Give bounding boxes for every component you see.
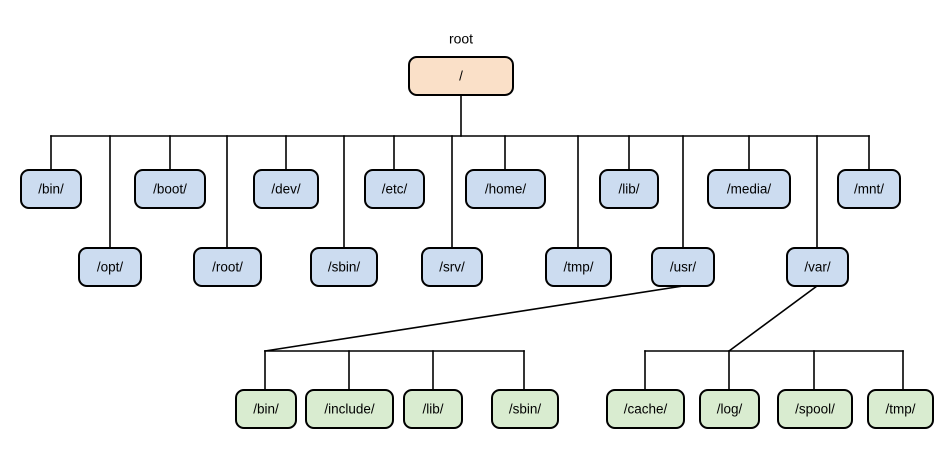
node-usr-lib-box[interactable] [403,389,463,429]
node-mnt[interactable]: /mnt/ [837,169,901,209]
node-var-tmp-box[interactable] [867,389,934,429]
nodes-layer: / root/bin/ /boot/ /dev/ /etc/ /home/ /lib/ /me… [20,31,934,429]
node-usr-sbin-label: /sbin/ [509,402,542,417]
node-lib-box[interactable] [599,169,659,209]
connectors-layer [50,94,904,391]
var-diagonal-connector [727,284,819,353]
node-etc[interactable]: /etc/ [364,169,425,209]
node-tmp-box[interactable] [545,247,612,287]
node-sbin[interactable]: /sbin/ [310,247,378,287]
node-usr[interactable]: /usr/ [651,247,715,287]
node-var-cache-box[interactable] [606,389,685,429]
node-usr-bin-box[interactable] [235,389,297,429]
node-var-log-label: /log/ [717,402,743,417]
node-root-box[interactable] [408,56,514,96]
node-usr-bin-label: /bin/ [253,402,279,417]
node-boot-label: /boot/ [153,182,187,197]
node-root[interactable]: / [408,56,514,96]
node-var-cache-label: /cache/ [624,402,668,417]
node-usr-label: /usr/ [670,260,697,275]
node-usr-bin[interactable]: /bin/ [235,389,297,429]
node-var-box[interactable] [786,247,849,287]
node-etc-box[interactable] [364,169,425,209]
node-media-box[interactable] [707,169,791,209]
node-var-log-box[interactable] [699,389,760,429]
node-sbin-box[interactable] [310,247,378,287]
node-home[interactable]: /home/ [465,169,546,209]
node-var-log[interactable]: /log/ [699,389,760,429]
node-srv-box[interactable] [421,247,483,287]
node-opt-box[interactable] [78,247,142,287]
node-home-box[interactable] [465,169,546,209]
node-opt-label: /opt/ [97,260,124,275]
node-root[interactable]: /root/ [193,247,262,287]
node-lib-label: /lib/ [618,182,639,197]
node-var-spool-box[interactable] [777,389,853,429]
node-media[interactable]: /media/ [707,169,791,209]
root-caption: root [449,31,473,47]
node-var[interactable]: /var/ [786,247,849,287]
node-var-tmp[interactable]: /tmp/ [867,389,934,429]
node-usr-include-label: /include/ [324,402,375,417]
node-tmp-label: /tmp/ [563,260,593,275]
node-root-label: /root/ [212,260,243,275]
node-etc-label: /etc/ [382,182,408,197]
node-srv-label: /srv/ [439,260,465,275]
node-var-spool[interactable]: /spool/ [777,389,853,429]
node-boot-box[interactable] [134,169,206,209]
node-srv[interactable]: /srv/ [421,247,483,287]
node-var-spool-label: /spool/ [795,402,835,417]
node-root-box[interactable] [193,247,262,287]
node-usr-sbin[interactable]: /sbin/ [491,389,559,429]
node-var-tmp-label: /tmp/ [885,402,915,417]
node-bin-box[interactable] [20,169,82,209]
node-media-label: /media/ [727,182,772,197]
node-bin[interactable]: /bin/ [20,169,82,209]
node-bin-label: /bin/ [38,182,64,197]
usr-diagonal-connector [264,285,684,352]
node-mnt-label: /mnt/ [854,182,884,197]
node-boot[interactable]: /boot/ [134,169,206,209]
node-usr-sbin-box[interactable] [491,389,559,429]
node-opt[interactable]: /opt/ [78,247,142,287]
node-usr-include[interactable]: /include/ [305,389,394,429]
node-root-label: / [459,69,463,84]
node-dev[interactable]: /dev/ [253,169,319,209]
node-dev-label: /dev/ [271,182,301,197]
node-usr-include-box[interactable] [305,389,394,429]
node-usr-box[interactable] [651,247,715,287]
node-tmp[interactable]: /tmp/ [545,247,612,287]
node-usr-lib-label: /lib/ [422,402,443,417]
node-usr-lib[interactable]: /lib/ [403,389,463,429]
node-var-cache[interactable]: /cache/ [606,389,685,429]
node-sbin-label: /sbin/ [328,260,361,275]
node-home-label: /home/ [485,182,527,197]
node-lib[interactable]: /lib/ [599,169,659,209]
node-mnt-box[interactable] [837,169,901,209]
node-dev-box[interactable] [253,169,319,209]
node-var-label: /var/ [804,260,831,275]
